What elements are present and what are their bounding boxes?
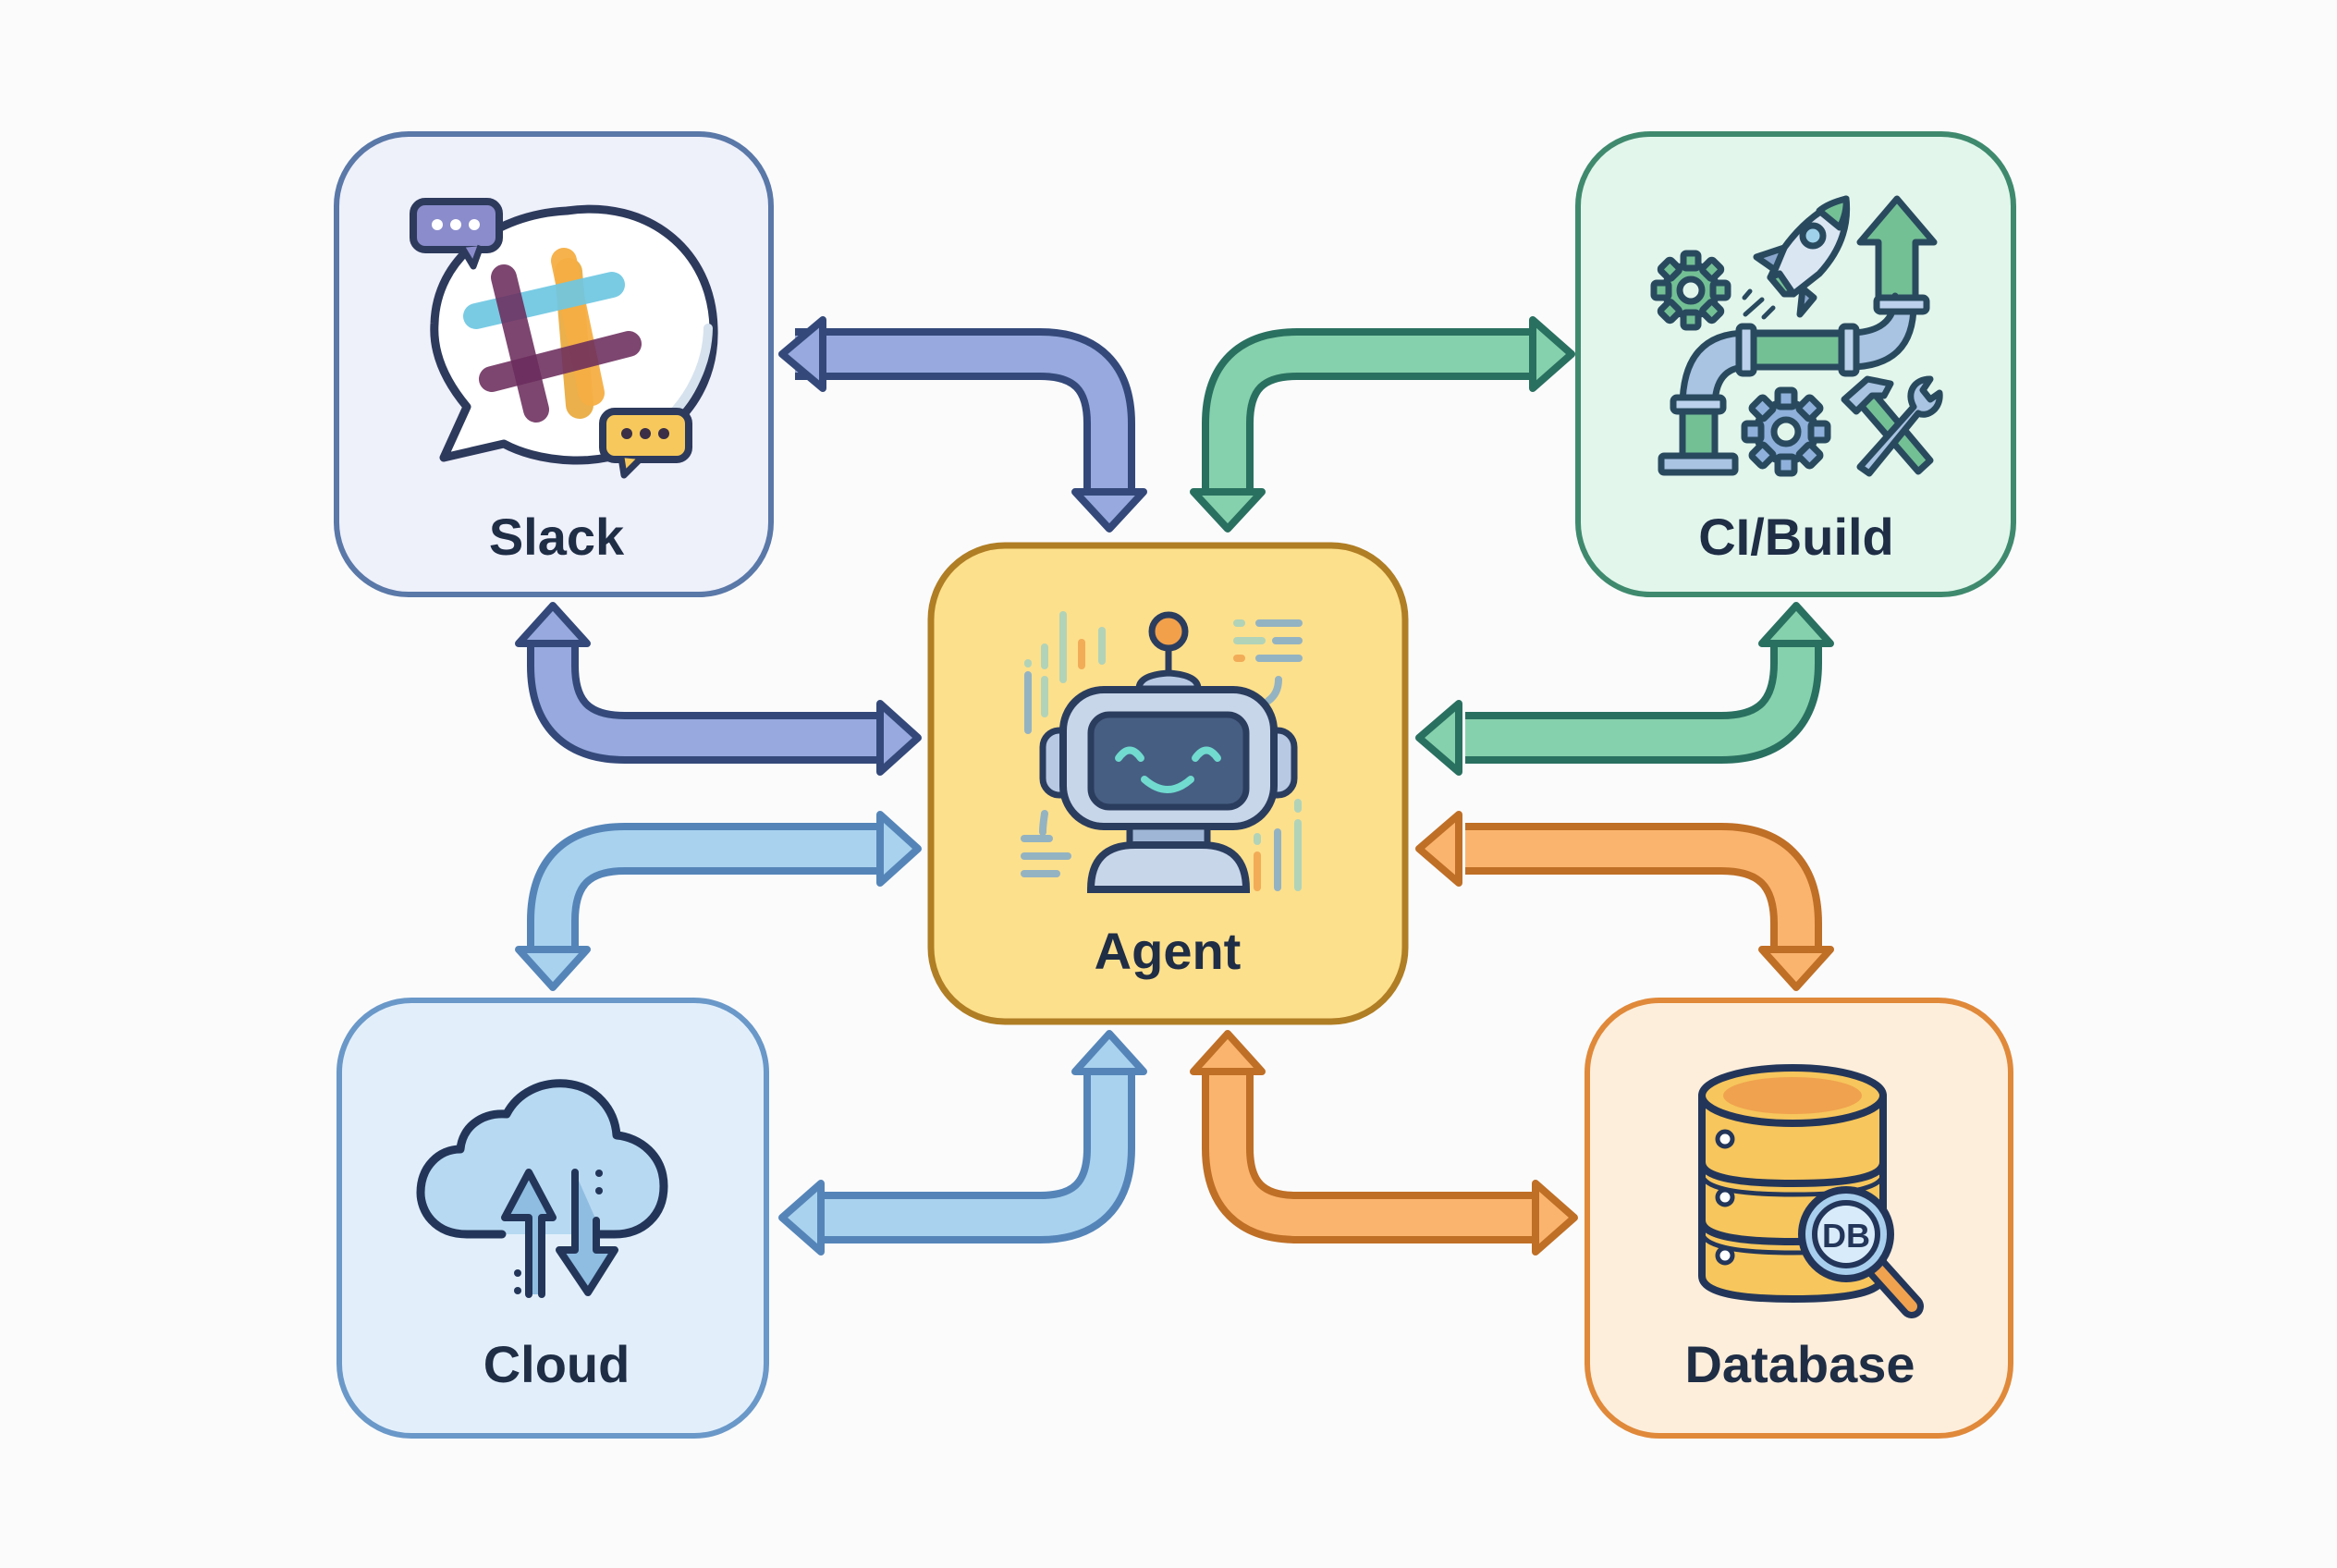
pipe-icon bbox=[1658, 292, 1930, 476]
arrow-ci-agent-lower bbox=[1415, 602, 1834, 776]
arrow-cloud-agent-lower bbox=[778, 1030, 1147, 1256]
tools-icon bbox=[1841, 375, 1943, 477]
arrow-database-agent-lower bbox=[1190, 1030, 1578, 1256]
arrow-cloud-agent-upper bbox=[515, 811, 922, 991]
arrow-head-up bbox=[1071, 1030, 1147, 1075]
arrow-slack-agent-lower bbox=[515, 602, 922, 776]
node-slack[interactable]: Slack bbox=[334, 131, 774, 597]
arrow-head-down bbox=[515, 946, 591, 991]
database-search-icon: DB bbox=[1698, 1064, 1924, 1318]
arrow-head-left bbox=[1415, 700, 1462, 776]
arrow-ci-agent-upper bbox=[1190, 316, 1575, 533]
arrow-head-down bbox=[1758, 946, 1834, 991]
robot-face bbox=[1115, 746, 1221, 793]
arrow-head-left bbox=[1415, 811, 1462, 887]
node-label-cloud: Cloud bbox=[483, 1335, 630, 1393]
arrow-head-left bbox=[778, 316, 826, 392]
node-label-agent: Agent bbox=[1095, 922, 1242, 980]
rocket-icon bbox=[1742, 195, 1851, 320]
arrow-head-up bbox=[1190, 1030, 1266, 1075]
node-label-ci: CI/Build bbox=[1698, 508, 1894, 566]
arrow-head-right bbox=[1529, 316, 1575, 392]
node-label-slack: Slack bbox=[489, 508, 625, 566]
arrow-head-down bbox=[1190, 488, 1266, 533]
arrow-head-up bbox=[1758, 602, 1834, 647]
robot-icon bbox=[1021, 611, 1303, 893]
download-arrow-icon bbox=[556, 1169, 618, 1296]
arrow-head-down bbox=[1071, 488, 1147, 533]
arrow-head-right bbox=[1532, 1180, 1578, 1256]
db-badge-text: DB bbox=[1822, 1217, 1870, 1255]
node-cloud[interactable]: Cloud bbox=[336, 998, 769, 1439]
arrow-slack-agent-upper bbox=[778, 316, 1147, 533]
connections bbox=[515, 316, 1834, 1256]
antenna-bulb bbox=[1148, 611, 1189, 652]
upload-arrow-icon bbox=[501, 1169, 557, 1298]
node-database[interactable]: DB Database bbox=[1585, 998, 2013, 1439]
node-label-database: Database bbox=[1684, 1335, 1915, 1393]
gear-icon bbox=[1741, 386, 1831, 477]
cloud-sync-icon bbox=[416, 1079, 668, 1298]
pipeline-build-icon bbox=[1650, 195, 1943, 477]
arrow-head-right bbox=[876, 700, 922, 776]
arrow-head-right bbox=[876, 811, 922, 887]
arrow-head-up bbox=[515, 602, 591, 647]
node-agent[interactable]: Agent bbox=[927, 542, 1409, 1025]
node-ci[interactable]: CI/Build bbox=[1575, 131, 2016, 597]
arrow-database-agent-upper bbox=[1415, 811, 1834, 991]
gear-icon bbox=[1650, 250, 1731, 331]
arrow-head-left bbox=[778, 1180, 825, 1256]
slack-chat-icon bbox=[410, 198, 718, 479]
data-lines-decoration bbox=[1021, 611, 1303, 891]
